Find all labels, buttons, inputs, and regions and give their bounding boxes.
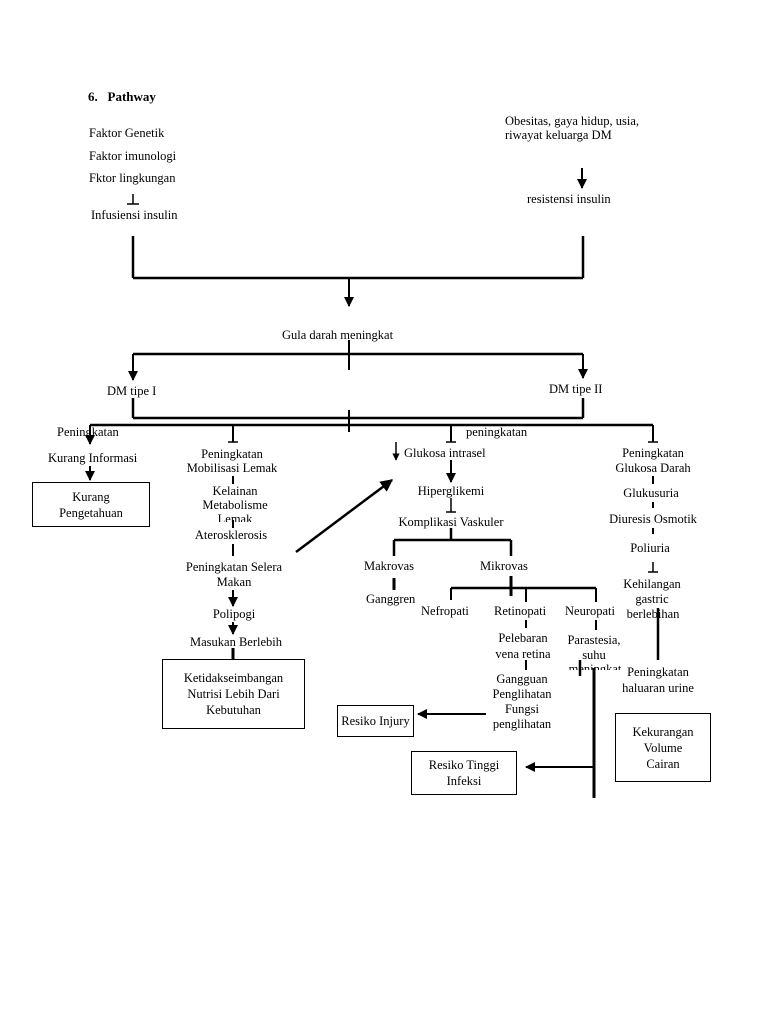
- b4-peningkatan: Peningkatan: [622, 446, 684, 460]
- b3-intracellular-glucose: Glukosa intrasel: [404, 446, 486, 460]
- insulin-resistance: resistensi insulin: [527, 192, 611, 206]
- b3-vena-retina: vena retina: [495, 647, 551, 661]
- b2-kelainan: Kelainan: [212, 484, 258, 498]
- b2-peningkatan: Peningkatan: [201, 447, 263, 461]
- dm-type-2: DM tipe II: [549, 382, 603, 396]
- section-heading: 6. Pathway: [88, 89, 156, 104]
- blood-sugar-rise: Gula darah meningkat: [282, 328, 394, 342]
- b4-osmotic-diuresis: Diuresis Osmotik: [609, 512, 697, 526]
- box-nutrition-imbalance: Ketidakseimbangan Nutrisi Lebih Dari Keb…: [162, 659, 305, 729]
- b3-fungsi: Fungsi: [504, 702, 540, 716]
- box-lack-knowledge-line1: Kurang: [72, 489, 110, 504]
- b4-loss: Kehilangan: [623, 577, 681, 591]
- b1-lack-information: Kurang Informasi: [48, 451, 138, 465]
- risk-factors-line2: riwayat keluarga DM: [505, 128, 612, 142]
- b3-microvascular: Mikrovas: [480, 559, 528, 573]
- b4-gastric: gastric: [635, 592, 669, 606]
- b4-increase: Peningkatan: [627, 665, 689, 679]
- b4-polyuria: Poliuria: [630, 541, 670, 555]
- b3-hyperglycemia: Hiperglikemi: [417, 484, 485, 498]
- b3-macrovascular: Makrovas: [364, 559, 414, 573]
- box-injury-risk: Resiko Injury: [337, 705, 414, 737]
- box-fluid-line1: Kekurangan: [632, 724, 694, 739]
- b3-vascular-complication: Komplikasi Vaskuler: [398, 515, 504, 529]
- section-number: 6.: [88, 89, 98, 104]
- section-title: Pathway: [107, 89, 156, 104]
- b3-meningkat: meningkat: [568, 662, 622, 670]
- b3-vision-function: penglihatan: [492, 717, 552, 731]
- b4-glucosuria: Glukusuria: [623, 486, 679, 500]
- cause-genetic: Faktor Genetik: [89, 126, 165, 140]
- b3-neuropathy: Neuropati: [565, 604, 615, 618]
- risk-factors-line1: Obesitas, gaya hidup, usia,: [505, 114, 640, 128]
- b3-vision-disturbance: Gangguan: [496, 672, 548, 686]
- box-nutrition-line1: Ketidakseimbangan: [183, 671, 284, 685]
- b3-gangrene: Ganggren: [366, 592, 416, 606]
- b2-polipogi: Polipogi: [212, 607, 256, 621]
- cause-immunological: Faktor imunologi: [89, 149, 177, 163]
- insulin-deficiency: Infusiensi insulin: [91, 208, 178, 222]
- b2-atherosclerosis: Aterosklerosis: [194, 528, 268, 542]
- b3-suhu: suhu: [582, 648, 606, 662]
- b3-penglihatan: Penglihatan: [492, 687, 552, 701]
- b3-peningkatan: peningkatan: [466, 425, 528, 439]
- b2-fat-mobilization: Mobilisasi Lemak: [186, 461, 278, 475]
- box-lack-knowledge: Kurang Pengetahuan: [32, 482, 150, 527]
- b2-excess-intake: Masukan Berlebih: [190, 635, 282, 649]
- dm-type-1: DM tipe I: [107, 384, 157, 398]
- b4-berlebihan: berlebihan: [626, 607, 680, 621]
- b3-temperature-group: meningkat: [560, 662, 630, 670]
- b2-appetite-increase: Peningkatan Selera: [185, 560, 283, 574]
- box-nutrition-line2: Nutrisi Lebih Dari: [187, 687, 280, 701]
- b3-retina-dilation: Pelebaran: [498, 631, 548, 645]
- b2-metabolisme: Metabolisme: [202, 498, 268, 512]
- b3-nephropathy: Nefropati: [421, 604, 469, 618]
- box-infection-risk: Resiko Tinggi Infeksi: [411, 751, 517, 795]
- b2-lipid-metabolism-group: Kelainan Metabolisme Lemak: [170, 484, 300, 522]
- b4-urine-output: haluaran urine: [622, 681, 694, 695]
- box-fluid-deficit: Kekurangan Volume Cairan: [615, 713, 711, 782]
- box-nutrition-line3: Kebutuhan: [206, 703, 261, 717]
- box-infection-line1: Resiko Tinggi: [428, 758, 500, 772]
- cause-environment: Fktor lingkungan: [89, 171, 176, 185]
- box-injury-label: Resiko Injury: [341, 714, 410, 728]
- b4-excess-group: berlebihan: [615, 605, 691, 621]
- box-fluid-line3: Cairan: [646, 756, 680, 771]
- box-infection-line2: Infeksi: [446, 774, 482, 788]
- b2-makan: Makan: [216, 575, 252, 589]
- b3-retinopathy: Retinopati: [494, 604, 547, 618]
- b4-blood-glucose: Glukosa Darah: [615, 461, 691, 475]
- box-lack-knowledge-line2: Pengetahuan: [59, 505, 123, 520]
- b3-paresthesia: Parastesia,: [567, 633, 621, 647]
- box-fluid-line2: Volume: [643, 740, 683, 755]
- b1-peningkatan: Peningkatan: [57, 425, 119, 439]
- b2-lemak: Lemak: [217, 512, 253, 522]
